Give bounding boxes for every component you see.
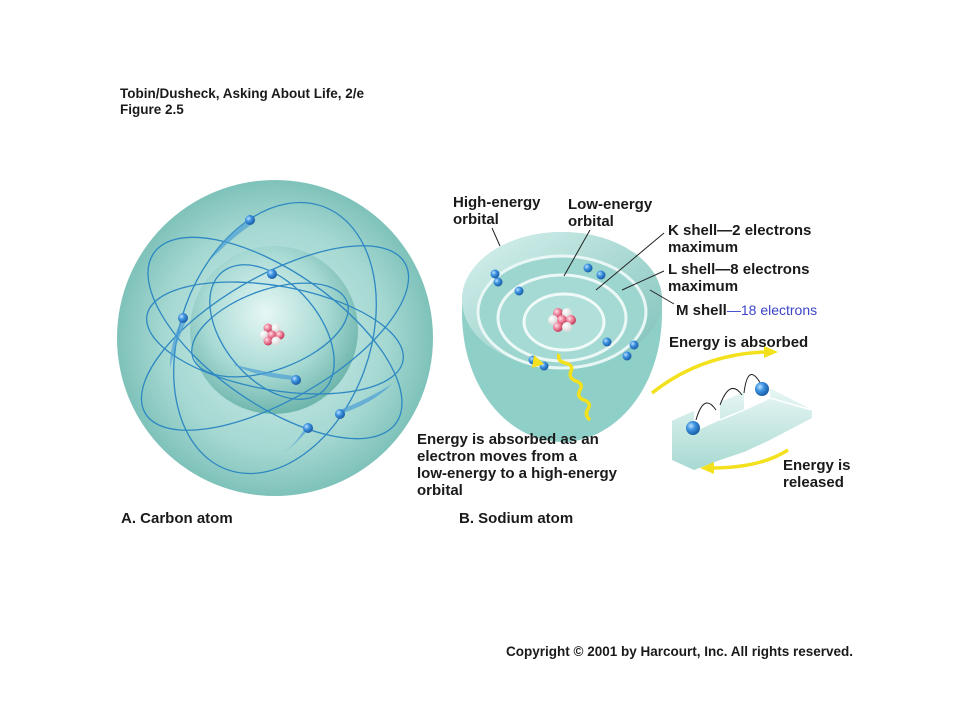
- electron: [267, 269, 277, 279]
- label-absorption-note: Energy is absorbed as an electron moves …: [417, 431, 618, 499]
- copyright-notice: Copyright © 2001 by Harcourt, Inc. All r…: [506, 644, 854, 659]
- label-energy-absorbed: Energy is absorbed: [669, 334, 809, 351]
- leader-lines: [491, 227, 675, 305]
- carbon-electrons: [178, 215, 345, 433]
- sodium-nucleus: [548, 308, 576, 332]
- label-low-energy-orbital: Low-energy orbital: [568, 196, 653, 230]
- label-l-shell: L shell—8 electrons maximum: [668, 261, 810, 295]
- sodium-atom: [462, 232, 662, 442]
- carbon-orbits: [140, 201, 410, 475]
- label-high-energy-orbital: High-energy orbital: [453, 194, 541, 228]
- m-shell-capacity: —18 electrons: [726, 302, 818, 318]
- electron: [303, 423, 313, 433]
- label-m-shell: M shell—18 electrons: [676, 302, 818, 319]
- carbon-nucleus: [259, 323, 285, 346]
- electron: [245, 215, 255, 225]
- photon-wave-icon: [556, 353, 592, 422]
- absorbed-arrow-icon: [764, 346, 778, 358]
- caption-sodium-atom: B. Sodium atom: [459, 510, 574, 527]
- source-line: Tobin/Dusheck, Asking About Life, 2/e: [120, 86, 365, 101]
- electron: [291, 375, 301, 385]
- figure-number: Figure 2.5: [120, 102, 184, 117]
- sodium-electrons: [490, 263, 639, 371]
- electron: [178, 313, 188, 323]
- figure-source: Tobin/Dusheck, Asking About Life, 2/e Fi…: [120, 86, 364, 118]
- label-energy-released: Energy is released: [783, 457, 851, 491]
- electron: [335, 409, 345, 419]
- electron: [686, 421, 700, 435]
- caption-carbon-atom: A. Carbon atom: [121, 510, 233, 527]
- energy-staircase: [650, 346, 813, 474]
- arrow-head-icon: [532, 355, 544, 368]
- label-k-shell: K shell—2 electrons maximum: [668, 222, 812, 256]
- carbon-atom: [117, 180, 433, 496]
- released-arrow-icon: [700, 462, 714, 474]
- electron: [755, 382, 769, 396]
